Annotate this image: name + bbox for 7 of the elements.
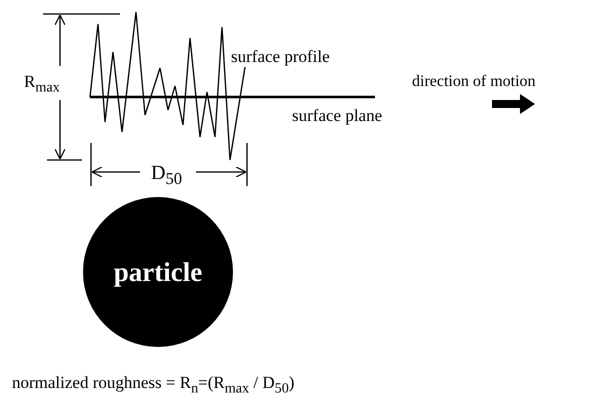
formula-text: normalized roughness = R$_{n}$=(R$_{max}$ / D$_{50}$) — [12, 374, 294, 396]
dimension-label: R$_{max}$ — [24, 73, 60, 95]
particle-label: particle — [114, 256, 202, 288]
profile-label: surface profile — [231, 48, 330, 65]
dimension-label: D$_{50}$ — [151, 163, 182, 188]
motion-label: direction of motion — [412, 74, 536, 90]
plane-label: surface plane — [292, 107, 382, 124]
